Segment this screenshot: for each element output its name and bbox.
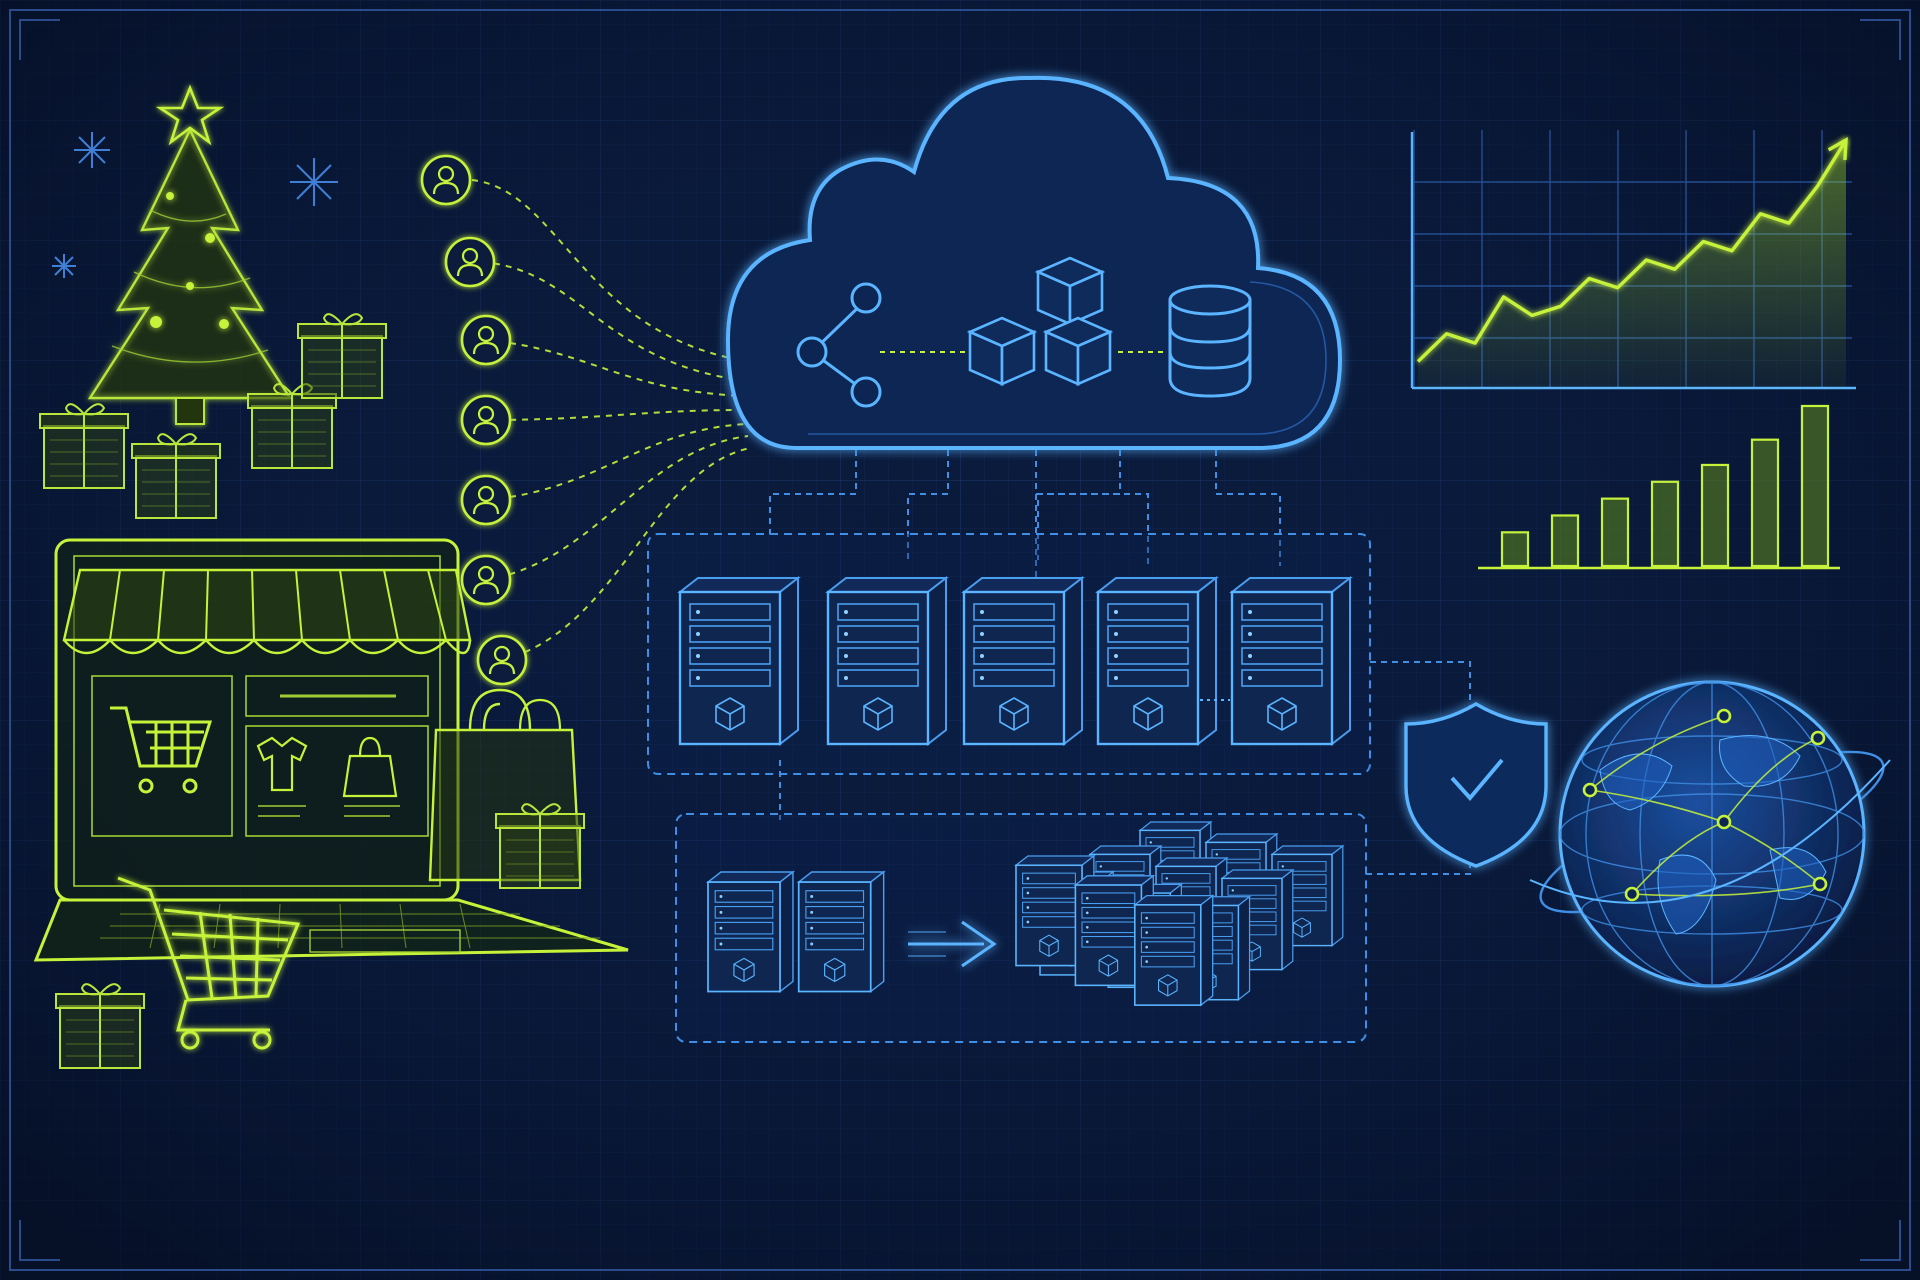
blueprint-frame xyxy=(9,9,1911,1271)
line-chart-plot xyxy=(1416,136,1848,388)
bar-chart-plot xyxy=(1500,404,1830,568)
globe-network-icon xyxy=(1529,680,1891,988)
server-rack-icon xyxy=(962,576,1084,746)
server-cluster xyxy=(678,576,1352,746)
arrow-right-icon xyxy=(908,920,997,968)
laptop-storefront-icon xyxy=(33,538,629,962)
server-rack-icon xyxy=(678,576,800,746)
bar xyxy=(1750,438,1780,568)
shopping-cart-icon xyxy=(117,876,301,1050)
bar xyxy=(1650,480,1680,568)
database-icon xyxy=(1168,284,1252,398)
rising-bar-chart-icon xyxy=(1478,404,1840,570)
bar xyxy=(1700,463,1730,568)
user-stream xyxy=(420,154,751,686)
line-chart-series xyxy=(1416,139,1848,363)
stacked-cubes-icon xyxy=(966,256,1114,386)
bar xyxy=(1500,531,1530,568)
server-rack-icon xyxy=(1230,576,1352,746)
snowflake-icon xyxy=(52,132,338,278)
trend-up-line-chart-icon xyxy=(1410,130,1856,390)
bar xyxy=(1550,514,1580,568)
share-nodes-icon xyxy=(796,282,882,408)
cloud-platform xyxy=(725,75,1343,450)
christmas-tree-icon xyxy=(87,84,293,425)
analytics-group xyxy=(1410,130,1856,570)
server-rack-icon xyxy=(1096,576,1218,746)
bar xyxy=(1800,404,1830,568)
trend-arrow-head xyxy=(1827,136,1848,161)
cloud-to-cluster-connectors xyxy=(769,450,1281,584)
holiday-shopping-group xyxy=(33,84,751,1069)
shield-check-icon xyxy=(1404,702,1548,868)
bar xyxy=(1600,497,1630,568)
server-rack-icon xyxy=(826,576,948,746)
line-chart-area xyxy=(1418,140,1846,388)
autoscale-group xyxy=(707,821,1344,1006)
frame-corner-marks xyxy=(19,19,1901,1261)
